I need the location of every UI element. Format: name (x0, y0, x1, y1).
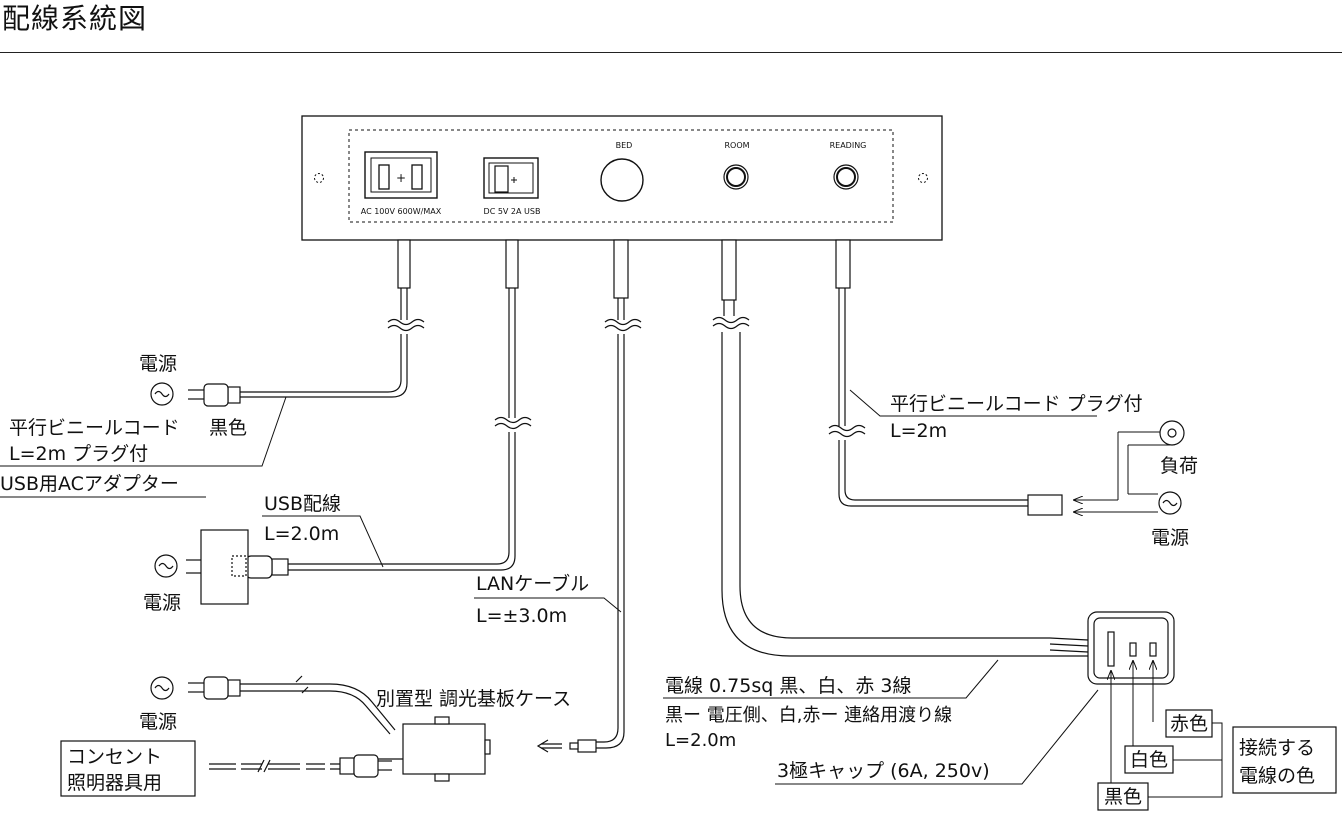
right-cord (838, 288, 1028, 507)
load-icon (1159, 420, 1185, 446)
black-box (1097, 782, 1149, 811)
right-length-label: L=2m (890, 420, 947, 442)
cap-spec-label: 3極キャップ (6A, 250v) (777, 760, 990, 782)
cable-stubs (387, 239, 866, 438)
wire-note-label: 黒ー 電圧側、白,赤ー 連絡用渡り線 (665, 705, 952, 726)
wire-spec-leader (663, 659, 999, 699)
three-pole-cap-icon (1087, 611, 1175, 685)
three-core-cable (721, 300, 1089, 657)
outlet-symbol: + (396, 171, 406, 185)
lan-length-label: L=±3.0m (476, 605, 567, 627)
power-cord-1 (240, 288, 408, 398)
cord1-leader (0, 396, 287, 467)
cap-spec-leader (775, 689, 1099, 785)
outlet-box-line2: 照明器具用 (67, 772, 162, 794)
cord1-line1: 平行ビニールコード (9, 417, 180, 439)
power-usb-label: 電源 (143, 592, 181, 614)
right-cord-leader (849, 389, 1097, 417)
power-right-label: 電源 (1151, 527, 1189, 549)
black-label: 黒色 (1104, 786, 1142, 808)
dimmer-case-box-icon (402, 716, 491, 782)
page-title: 配線系統図 (2, 2, 148, 35)
load-wiring (1074, 431, 1172, 512)
room-switch-icon (723, 164, 749, 190)
usb-wire-leader (262, 515, 384, 568)
wire-length-label: L=2.0m (665, 730, 736, 751)
usb-port-label: DC 5V 2A USB (484, 207, 541, 216)
connect-line1: 接続する (1239, 737, 1315, 759)
usb-adapter-label: USB用ACアダプター (0, 473, 179, 495)
plug-left-top-icon (188, 383, 241, 407)
right-cord-label: 平行ビニールコード プラグ付 (890, 393, 1143, 415)
power-top-label: 電源 (139, 353, 177, 375)
usb-plug-icon (245, 555, 289, 579)
outlet-box-line1: コンセント (67, 746, 162, 768)
ac-outlet-label: AC 100V 600W/MAX (361, 207, 442, 216)
connect-wire-box (1232, 726, 1337, 794)
red-label: 赤色 (1170, 713, 1208, 735)
ac-source-usb-icon (154, 554, 178, 578)
bed-label: BED (616, 141, 633, 150)
ac-outlet-icon: + (364, 151, 438, 199)
white-label: 白色 (1130, 749, 1168, 771)
usb-port-icon (483, 157, 539, 199)
ac-source-top-icon (150, 382, 174, 406)
dimmer-output-cord (209, 758, 403, 773)
reading-switch-icon (833, 164, 859, 190)
title-rule (0, 52, 1342, 53)
bed-knob-icon (600, 158, 644, 202)
right-connector-icon (1027, 494, 1063, 516)
cord1-line2: L=2m プラグ付 (9, 443, 148, 465)
room-label: ROOM (724, 141, 749, 150)
connect-line2: 電線の色 (1239, 765, 1315, 787)
lan-connector-icon (569, 739, 597, 753)
control-panel: + AC 100V 600W/MAX DC 5V 2A USB BED ROOM… (301, 115, 943, 241)
lan-arrow-icon (536, 739, 562, 753)
ac-source-right-icon (1158, 491, 1182, 515)
lan-cable (596, 298, 625, 749)
usb-length-label: L=2.0m (264, 523, 339, 545)
load-label: 負荷 (1160, 455, 1198, 477)
lan-cable-label: LANケーブル (476, 572, 589, 595)
plug-dimmer-icon (188, 676, 241, 700)
wire-spec-label: 電線 0.75sq 黒、白、赤 3線 (665, 675, 911, 697)
ac-source-dimmer-icon (150, 676, 174, 700)
mount-hole-left-icon (314, 173, 324, 183)
dimmer-input-cord (240, 675, 396, 735)
mount-hole-right-icon (918, 173, 928, 183)
usb-adapter-box-icon (186, 529, 249, 605)
dimmer-case-label: 別置型 調光基板ケース (376, 688, 571, 710)
usb-cable (288, 288, 516, 571)
usb-wire-label: USB配線 (264, 493, 341, 515)
dimmer-output-plug-icon (339, 754, 392, 778)
lan-leader (474, 597, 622, 613)
panel-dashed-frame (348, 129, 894, 223)
cord1-black-label: 黒色 (209, 417, 247, 439)
reading-label: READING (830, 141, 867, 150)
power-dimmer-label: 電源 (139, 711, 177, 733)
outlet-lighting-box (60, 740, 196, 797)
cap-arrows (1111, 661, 1153, 795)
